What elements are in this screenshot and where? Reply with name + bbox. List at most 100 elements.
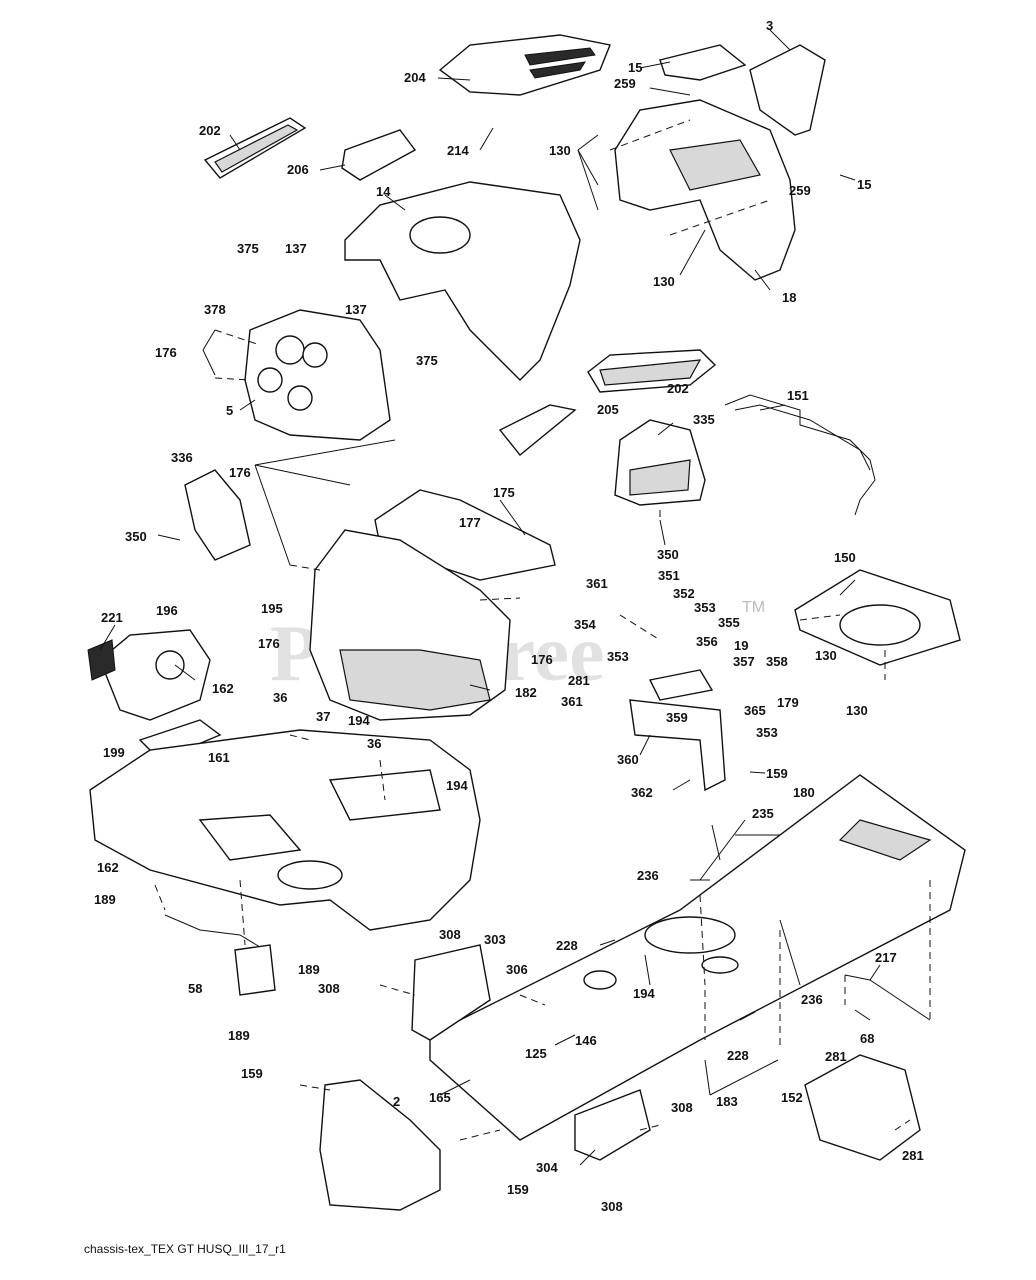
callout-353: 353 — [607, 649, 629, 664]
callout-236: 236 — [801, 992, 823, 1007]
callout-358: 358 — [766, 654, 788, 669]
callout-15: 15 — [628, 60, 642, 75]
callout-351: 351 — [658, 568, 680, 583]
callout-19: 19 — [734, 638, 748, 653]
callout-281: 281 — [825, 1049, 847, 1064]
callout-303: 303 — [484, 932, 506, 947]
callout-281: 281 — [902, 1148, 924, 1163]
callout-308: 308 — [671, 1100, 693, 1115]
callout-375: 375 — [416, 353, 438, 368]
part-202-upper-grille — [203, 117, 307, 179]
callout-375: 375 — [237, 241, 259, 256]
assembly-lines — [154, 119, 931, 1141]
callout-196: 196 — [156, 603, 178, 618]
callout-159: 159 — [241, 1066, 263, 1081]
callout-15: 15 — [857, 177, 871, 192]
part-3-bracket — [749, 44, 826, 136]
callout-161: 161 — [208, 750, 230, 765]
callout-137: 137 — [285, 241, 307, 256]
callout-195: 195 — [261, 601, 283, 616]
callout-259: 259 — [614, 76, 636, 91]
callout-361: 361 — [561, 694, 583, 709]
callout-335: 335 — [693, 412, 715, 427]
callout-194: 194 — [348, 713, 370, 728]
callout-175: 175 — [493, 485, 515, 500]
callout-205: 205 — [597, 402, 619, 417]
callout-308: 308 — [439, 927, 461, 942]
callout-2: 2 — [393, 1094, 400, 1109]
callout-362: 362 — [631, 785, 653, 800]
callout-5: 5 — [226, 403, 233, 418]
callout-151: 151 — [787, 388, 809, 403]
callout-179: 179 — [777, 695, 799, 710]
callout-159: 159 — [507, 1182, 529, 1197]
callout-206: 206 — [287, 162, 309, 177]
callout-130: 130 — [815, 648, 837, 663]
callout-228: 228 — [727, 1048, 749, 1063]
callout-378: 378 — [204, 302, 226, 317]
callout-182: 182 — [515, 685, 537, 700]
part-217-rod — [844, 974, 931, 1021]
callout-150: 150 — [834, 550, 856, 565]
callouts: 3 15 204 259 202 214 130 206 15 259 14 1… — [94, 18, 924, 1214]
callout-194: 194 — [446, 778, 468, 793]
callout-359: 359 — [666, 710, 688, 725]
part-205-stripe — [498, 404, 577, 456]
callout-152: 152 — [781, 1090, 803, 1105]
callout-189: 189 — [298, 962, 320, 977]
part-152-seat-bracket — [804, 1054, 921, 1161]
callout-281: 281 — [568, 673, 590, 688]
callout-204: 204 — [404, 70, 426, 85]
part-360-bracket — [629, 669, 726, 792]
diagram-caption: chassis-tex_TEX GT HUSQ_III_17_r1 — [84, 1242, 286, 1256]
callout-336: 336 — [171, 450, 193, 465]
callout-176: 176 — [258, 636, 280, 651]
part-14-hood — [344, 181, 581, 381]
callout-130: 130 — [846, 703, 868, 718]
callout-357: 357 — [733, 654, 755, 669]
callout-221: 221 — [101, 610, 123, 625]
callout-183: 183 — [716, 1094, 738, 1109]
watermark-tm: TM — [742, 599, 765, 616]
callout-354: 354 — [574, 617, 596, 632]
callout-199: 199 — [103, 745, 125, 760]
callout-194: 194 — [633, 986, 655, 1001]
part-202-lower-grille — [587, 349, 717, 393]
callout-130: 130 — [549, 143, 571, 158]
callout-352: 352 — [673, 586, 695, 601]
part-18-front-fender — [614, 99, 796, 281]
part-336-side-panel — [184, 469, 251, 561]
callout-125: 125 — [525, 1046, 547, 1061]
callout-189: 189 — [228, 1028, 250, 1043]
callout-350: 350 — [125, 529, 147, 544]
part-5-dash — [244, 309, 391, 441]
callout-353: 353 — [756, 725, 778, 740]
leader-lines — [99, 29, 881, 1166]
callout-162: 162 — [212, 681, 234, 696]
callout-214: 214 — [447, 143, 469, 158]
callout-146: 146 — [575, 1033, 597, 1048]
part-58-rod — [164, 914, 276, 996]
callout-36: 36 — [273, 690, 287, 705]
part-15-grille-insert — [659, 44, 747, 81]
callout-162: 162 — [97, 860, 119, 875]
callout-18: 18 — [782, 290, 796, 305]
callout-236: 236 — [637, 868, 659, 883]
callout-176: 176 — [155, 345, 177, 360]
callout-37: 37 — [316, 709, 330, 724]
callout-3: 3 — [766, 18, 773, 33]
callout-189: 189 — [94, 892, 116, 907]
part-204-hood-top — [438, 34, 611, 96]
callout-308: 308 — [601, 1199, 623, 1214]
callout-355: 355 — [718, 615, 740, 630]
part-150-plate — [794, 569, 961, 666]
callout-14: 14 — [376, 184, 391, 199]
part-303-bracket — [411, 944, 491, 1041]
part-2-front-bracket — [319, 1079, 441, 1211]
callout-304: 304 — [536, 1160, 558, 1175]
callout-68: 68 — [860, 1031, 874, 1046]
callout-361: 361 — [586, 576, 608, 591]
callout-137: 137 — [345, 302, 367, 317]
callout-259: 259 — [789, 183, 811, 198]
